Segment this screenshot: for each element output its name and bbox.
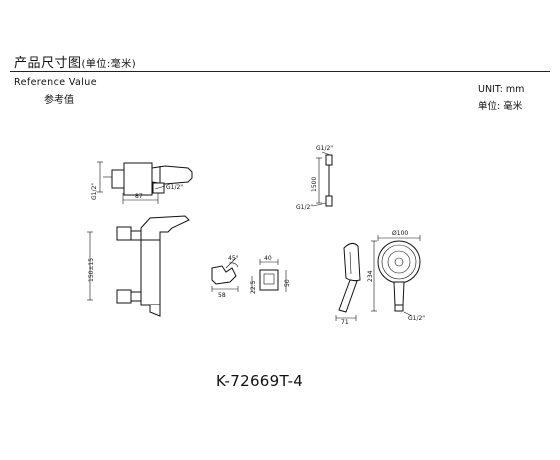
dim-valve-top-g2: G1/2": [166, 184, 183, 191]
dim-holder-width: 58: [218, 292, 226, 299]
title-text: 产品尺寸图: [14, 56, 82, 71]
handset-front: [371, 235, 421, 317]
unit-label-en: UNIT: mm: [478, 84, 525, 95]
model-number: K-72669T-4: [216, 372, 304, 390]
reference-label-cn: 参考值: [44, 95, 74, 106]
reference-label-en: Reference Value: [14, 77, 97, 88]
title-unit-note: (单位:毫米): [81, 59, 137, 70]
wall-holder: [211, 257, 239, 292]
unit-label-cn: 单位: 毫米: [478, 101, 523, 112]
valve-body-view: [87, 215, 190, 317]
hose: [312, 151, 333, 207]
dim-bracket-w: 40: [264, 255, 272, 262]
page-title: 产品尺寸图(单位:毫米): [14, 52, 136, 71]
dim-body-spacing: 150±15: [88, 258, 95, 282]
dim-holder-angle: 45°: [228, 255, 239, 262]
dim-bracket-h2: 50: [284, 279, 291, 287]
dim-hose-g-bottom: G1/2": [296, 204, 313, 211]
dim-hose-len: 1500: [311, 177, 318, 192]
title-divider: [10, 71, 550, 72]
dim-valve-top-len: 87: [135, 193, 143, 200]
handset-side: [335, 242, 361, 321]
dim-bracket-h1: 22.5: [250, 280, 257, 294]
bracket: [251, 259, 287, 292]
dim-handset-len: 71: [341, 319, 349, 326]
dim-face-dia: Ø100: [392, 230, 408, 237]
valve-top-view: [97, 161, 193, 204]
dim-valve-top-g: G1/2": [91, 183, 98, 200]
dim-face-height: 234: [367, 270, 374, 282]
dim-hose-g-top: G1/2": [316, 145, 333, 152]
dim-face-g: G1/2": [408, 315, 425, 322]
